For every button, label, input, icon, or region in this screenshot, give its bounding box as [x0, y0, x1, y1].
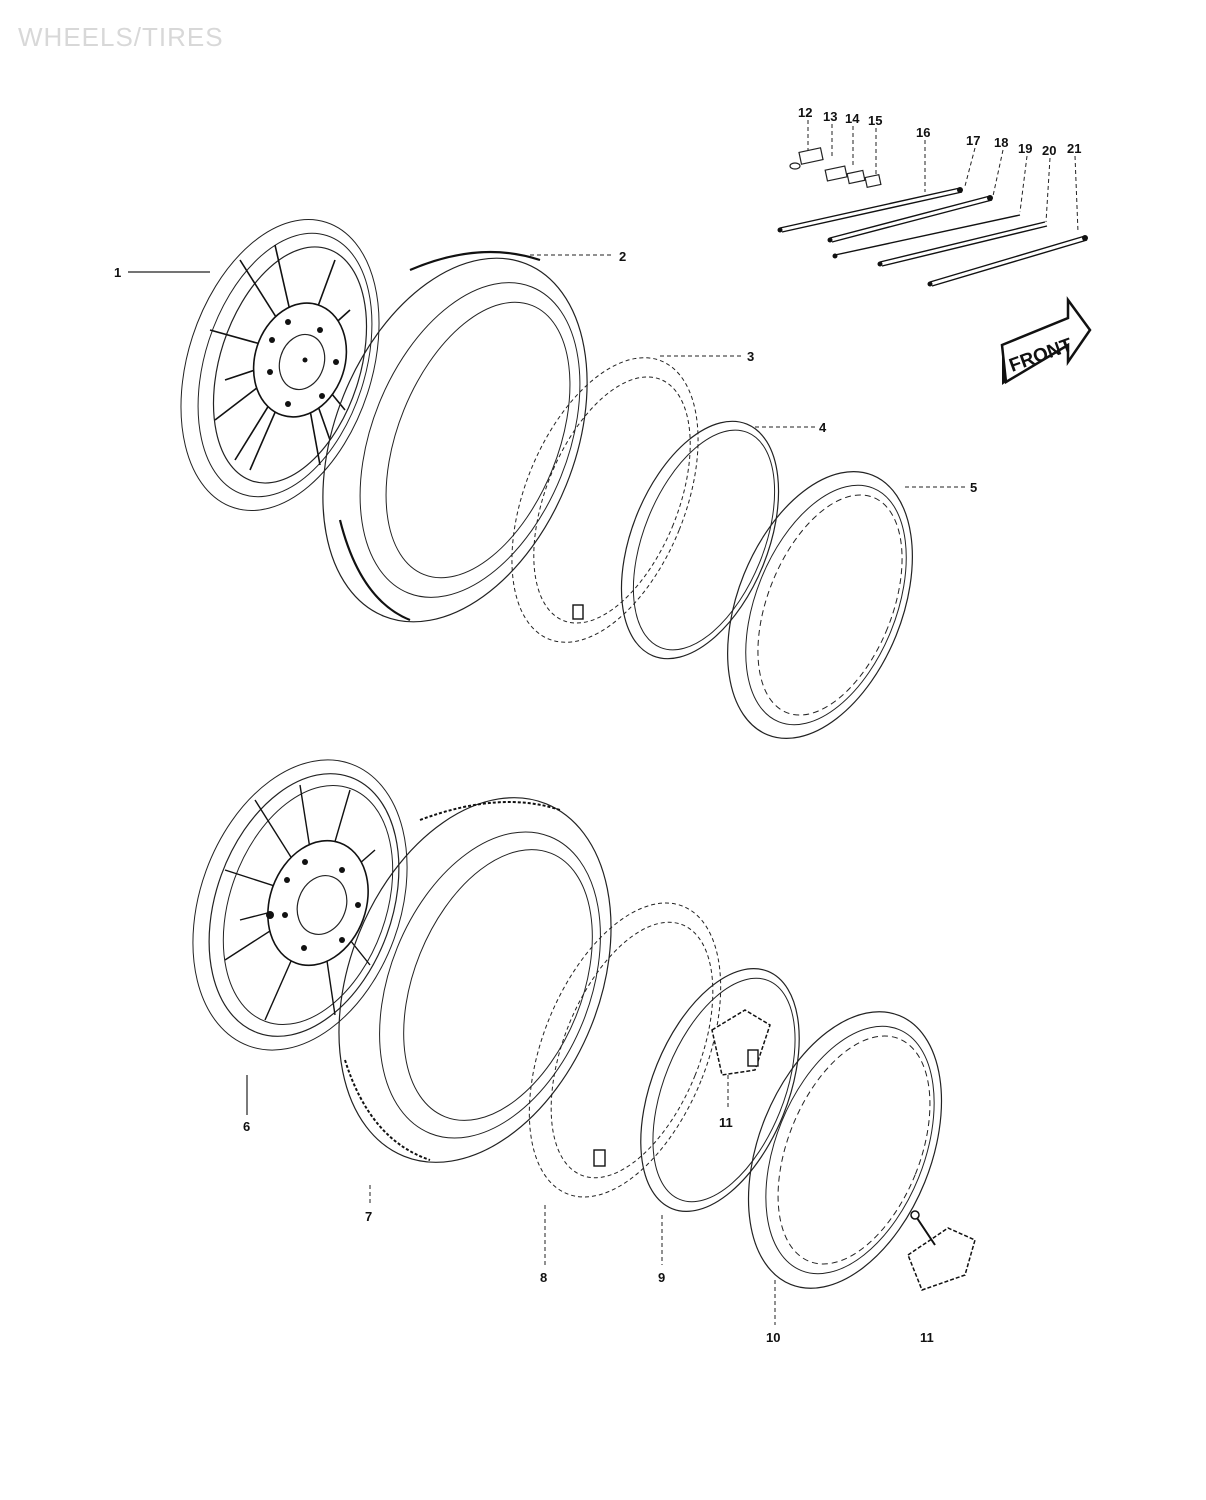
- rear-rim-band: [640, 968, 800, 1212]
- rear-rim: [747, 1011, 943, 1289]
- callout-18: 18: [994, 135, 1008, 150]
- callout-19: 19: [1018, 141, 1032, 156]
- callout-4: 4: [819, 420, 827, 435]
- callout-10: 10: [766, 1330, 780, 1345]
- leader-lines: [128, 120, 1079, 1325]
- callout-16: 16: [916, 125, 930, 140]
- callout-6: 6: [243, 1119, 250, 1134]
- rim-lock: [711, 1009, 771, 1076]
- callout-21: 21: [1067, 141, 1081, 156]
- callout-2: 2: [619, 249, 626, 264]
- callout-15: 15: [868, 113, 882, 128]
- front-tire: [322, 250, 588, 623]
- page-title: WHEELS/TIRES: [18, 22, 224, 52]
- front-wheel-assembly: [180, 219, 913, 739]
- front-direction-arrow-icon: FRONT: [1000, 296, 1092, 385]
- callout-labels: 1 2 3 4 5 6 7 8 9 10 11 11 12 13 14 15 1…: [114, 105, 1081, 1345]
- rear-wheel-assembly: [192, 759, 976, 1291]
- callout-14: 14: [845, 111, 860, 126]
- front-spoked-wheel: [180, 219, 380, 511]
- front-inner-tube: [511, 357, 699, 643]
- callout-20: 20: [1042, 143, 1056, 158]
- callout-1: 1: [114, 265, 121, 280]
- callout-11-loose: 11: [920, 1330, 934, 1345]
- callout-3: 3: [747, 349, 754, 364]
- callout-13: 13: [823, 109, 837, 124]
- callout-7: 7: [365, 1209, 372, 1224]
- callout-5: 5: [970, 480, 977, 495]
- spoke-and-nipple-set: [777, 147, 1088, 287]
- rear-tire: [338, 797, 612, 1163]
- callout-8: 8: [540, 1270, 547, 1285]
- front-rim-band: [620, 420, 780, 660]
- callout-11-rim-lock: 11: [719, 1115, 733, 1130]
- rear-inner-tube: [528, 902, 722, 1198]
- front-rim: [727, 471, 913, 739]
- rear-spoked-wheel: [192, 759, 408, 1051]
- callout-9: 9: [658, 1270, 665, 1285]
- callout-17: 17: [966, 133, 980, 148]
- callout-12: 12: [798, 105, 812, 120]
- rim-lock-loose: [907, 1210, 976, 1291]
